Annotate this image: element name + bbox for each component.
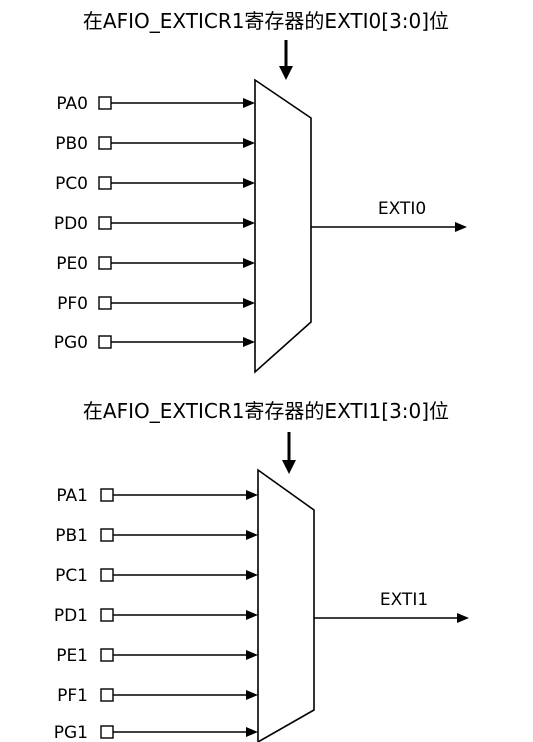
input-arrowhead-icon (243, 337, 255, 347)
input-arrowhead-icon (246, 690, 258, 700)
input-pin-box (100, 528, 114, 542)
output-arrowhead-icon (457, 613, 469, 623)
mux-block-0: 在AFIO_EXTICR1寄存器的EXTI0[3:0]位 PA0PB0PC0PD0… (54, 9, 467, 374)
input-pin-box (98, 335, 112, 349)
input-pin-box (100, 648, 114, 662)
input-pin-box (100, 688, 114, 702)
output-arrowhead-icon (455, 222, 467, 232)
input-label: PD0 (54, 214, 88, 234)
input-arrowhead-icon (246, 610, 258, 620)
input-label: PE0 (56, 254, 88, 274)
select-arrowhead-icon (282, 460, 296, 474)
input-label: PA0 (56, 94, 88, 114)
output-label: EXTI0 (378, 199, 426, 219)
mux-title: 在AFIO_EXTICR1寄存器的EXTI0[3:0]位 (83, 9, 449, 33)
input-label: PG0 (54, 333, 88, 353)
input-pin-box (98, 256, 112, 270)
input-arrowhead-icon (246, 650, 258, 660)
input-label: PF1 (57, 686, 88, 706)
input-pin-box (100, 608, 114, 622)
input-arrowhead-icon (243, 98, 255, 108)
mux-shape (257, 468, 315, 742)
input-pin-box (98, 96, 112, 110)
input-pin-box (98, 216, 112, 230)
input-label: PB0 (55, 134, 88, 154)
input-label: PE1 (56, 646, 88, 666)
input-label: PA1 (56, 486, 88, 506)
mux-title: 在AFIO_EXTICR1寄存器的EXTI1[3:0]位 (83, 399, 449, 423)
input-pin-box (98, 136, 112, 150)
select-arrowhead-icon (279, 66, 293, 80)
input-arrowhead-icon (243, 258, 255, 268)
input-pin-box (98, 176, 112, 190)
input-arrowhead-icon (246, 490, 258, 500)
input-label: PB1 (55, 526, 88, 546)
input-label: PD1 (54, 606, 88, 626)
input-label: PC1 (55, 566, 88, 586)
input-arrowhead-icon (243, 298, 255, 308)
output-label: EXTI1 (380, 590, 428, 610)
mux-shape (254, 78, 312, 374)
input-pin-box (100, 488, 114, 502)
input-label: PC0 (55, 174, 88, 194)
input-pin-box (100, 725, 114, 739)
mux-block-1: 在AFIO_EXTICR1寄存器的EXTI1[3:0]位 PA1PB1PC1PD1… (54, 399, 469, 742)
input-arrowhead-icon (246, 570, 258, 580)
input-label: PF0 (57, 294, 88, 314)
input-arrowhead-icon (246, 530, 258, 540)
input-pin-box (100, 568, 114, 582)
input-pin-box (98, 296, 112, 310)
input-label: PG1 (54, 723, 88, 742)
input-arrowhead-icon (243, 138, 255, 148)
input-arrowhead-icon (243, 218, 255, 228)
input-arrowhead-icon (243, 178, 255, 188)
input-arrowhead-icon (246, 727, 258, 737)
